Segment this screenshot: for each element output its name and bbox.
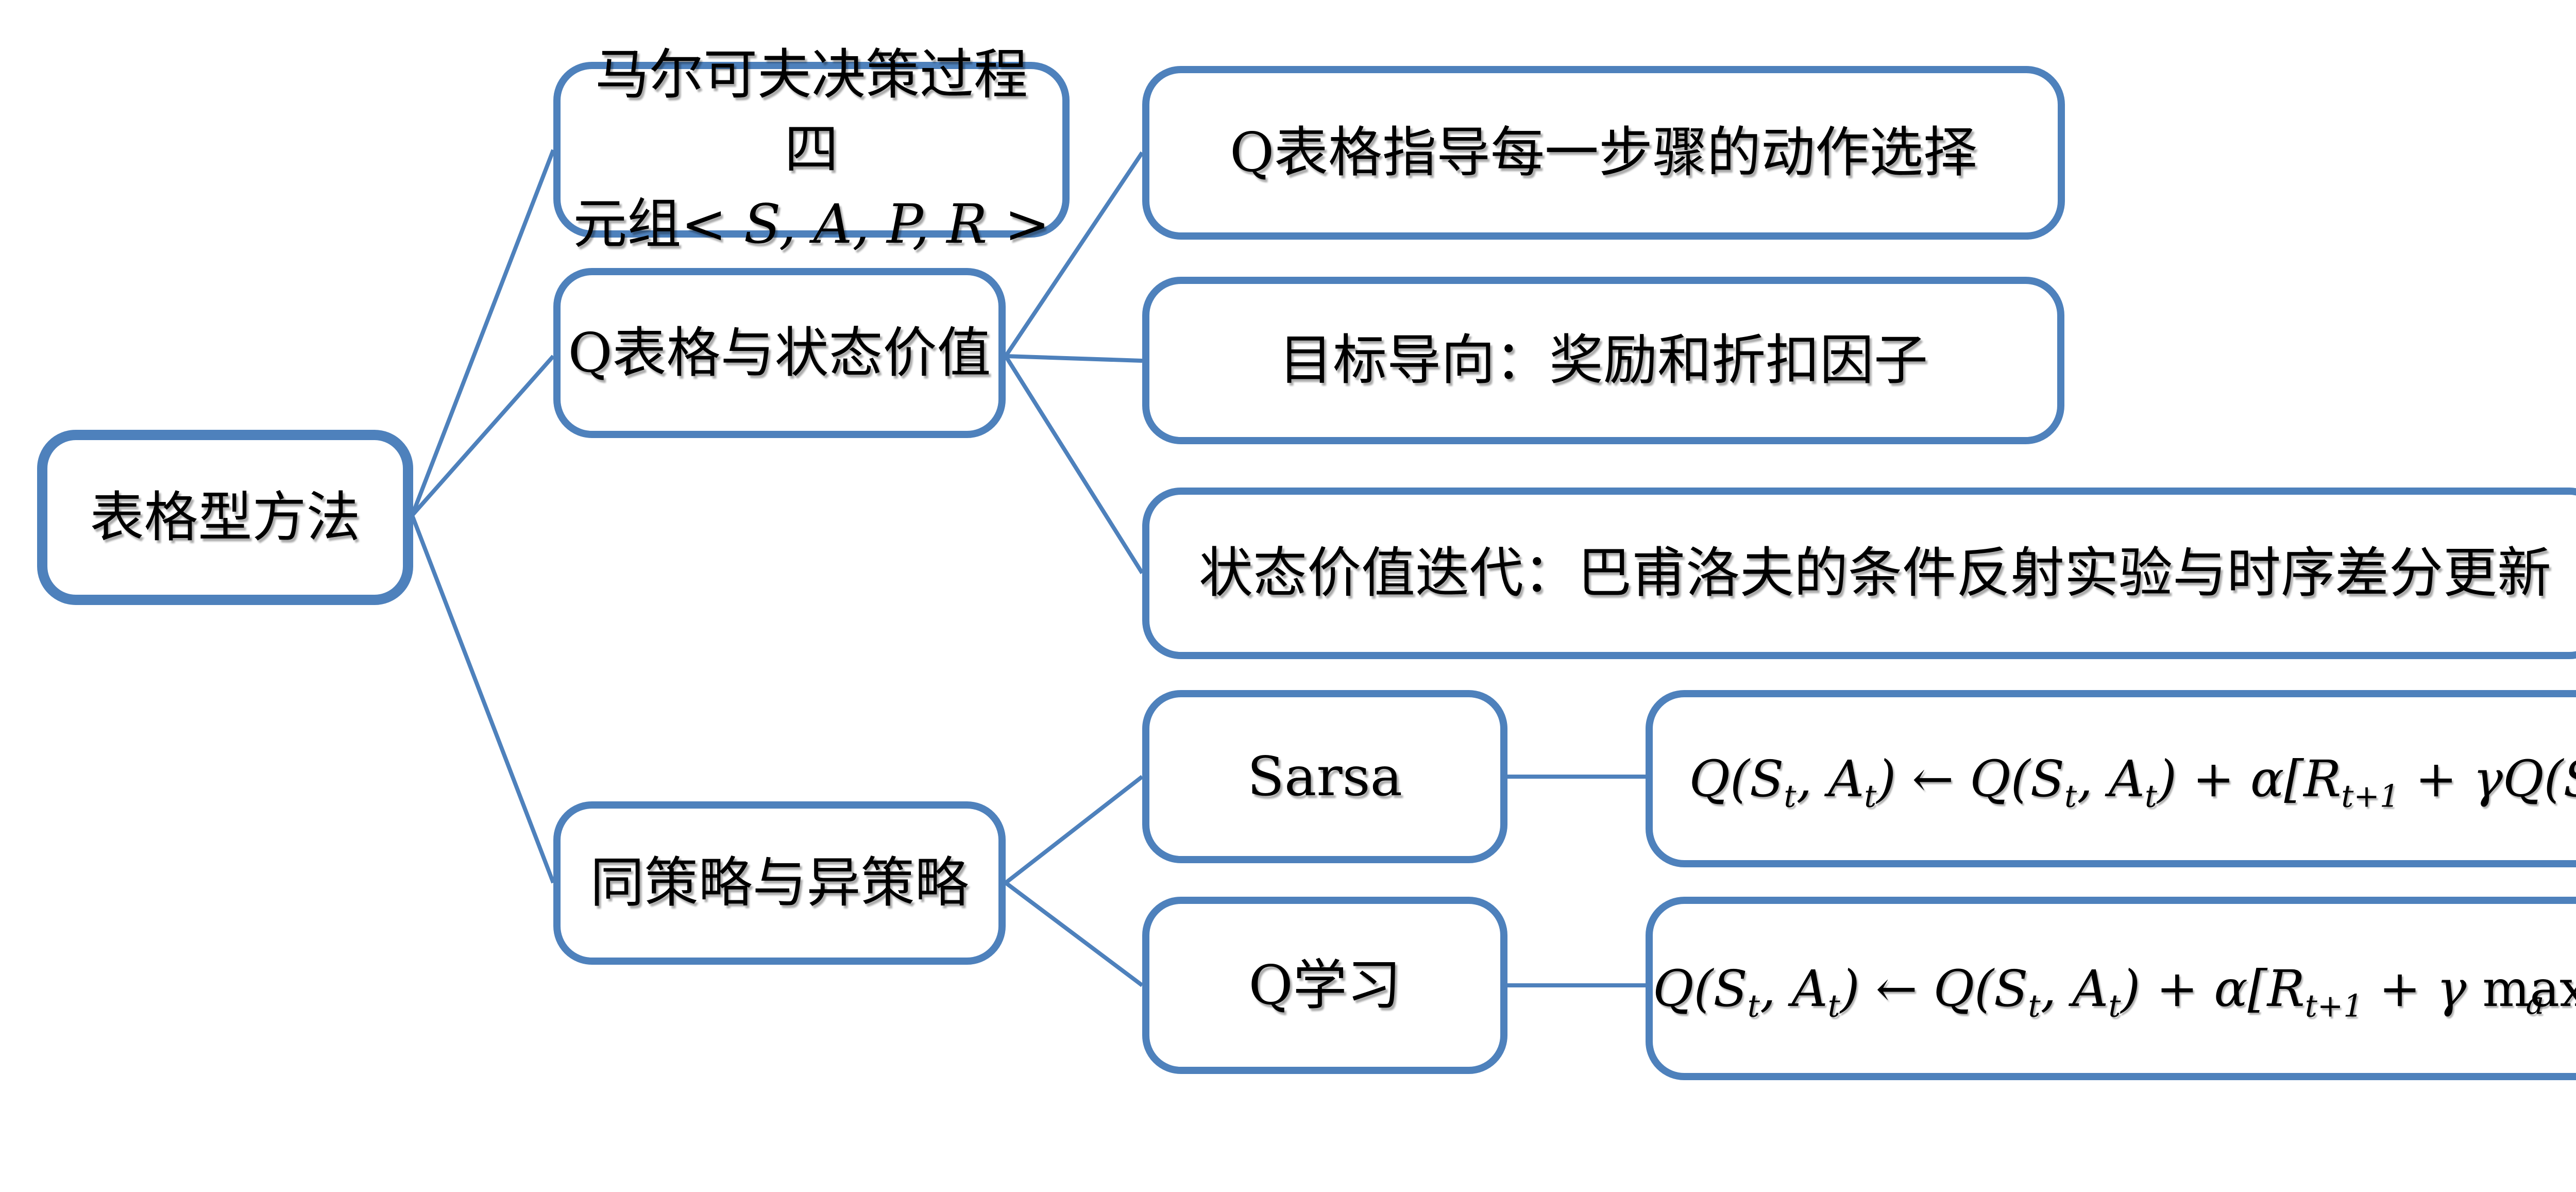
edge-root-to-qtable [411, 355, 555, 517]
edge-policy-to-sarsa [1004, 775, 1144, 885]
node-mdp-tuple-label: 马尔可夫决策过程四元组< S, A, P, R > [573, 43, 1050, 256]
node-root-label: 表格型方法 [90, 485, 361, 549]
node-sarsa[interactable]: Sarsa [1142, 690, 1507, 863]
node-mdp-tuple[interactable]: 马尔可夫决策过程四元组< S, A, P, R > [553, 43, 1070, 256]
edge-root-to-policy [410, 514, 555, 884]
node-state-value-iteration[interactable]: 状态价值迭代：巴甫洛夫的条件反射实验与时序差分更新 [1142, 488, 2576, 659]
edge-qtable-to-valueiter [1004, 355, 1144, 575]
edge-qtable-to-qguide [1004, 151, 1144, 358]
node-qtable-state-value[interactable]: Q表格与状态价值 [553, 268, 1006, 438]
node-on-policy-off-policy-label: 同策略与异策略 [590, 851, 969, 915]
node-goal-oriented-label: 目标导向：奖励和折扣因子 [1278, 329, 1928, 392]
node-goal-oriented[interactable]: 目标导向：奖励和折扣因子 [1142, 277, 2064, 444]
edge-qtable-to-goal [1005, 354, 1143, 363]
node-on-policy-off-policy[interactable]: 同策略与异策略 [553, 801, 1006, 965]
node-sarsa-label: Sarsa [1247, 745, 1403, 808]
edge-policy-to-qlearning [1004, 881, 1144, 987]
sarsa-update-formula: Q(St, At) ← Q(St, At) + α[Rt+1 + γQ(St+1… [1689, 749, 2576, 814]
node-qlearning[interactable]: Q学习 [1142, 897, 1507, 1074]
node-root[interactable]: 表格型方法 [37, 430, 413, 605]
node-qlearning-label: Q学习 [1248, 953, 1401, 1017]
node-state-value-iteration-label: 状态价值迭代：巴甫洛夫的条件反射实验与时序差分更新 [1198, 542, 2551, 605]
node-qtable-guides-actions-label: Q表格指导每一步骤的动作选择 [1229, 121, 1978, 184]
node-sarsa-update-formula[interactable]: Q(St, At) ← Q(St, At) + α[Rt+1 + γQ(St+1… [1646, 690, 2576, 867]
node-qtable-state-value-label: Q表格与状态价值 [568, 321, 991, 384]
edge-root-to-mdp [410, 149, 555, 516]
node-qtable-guides-actions[interactable]: Q表格指导每一步骤的动作选择 [1142, 66, 2065, 240]
